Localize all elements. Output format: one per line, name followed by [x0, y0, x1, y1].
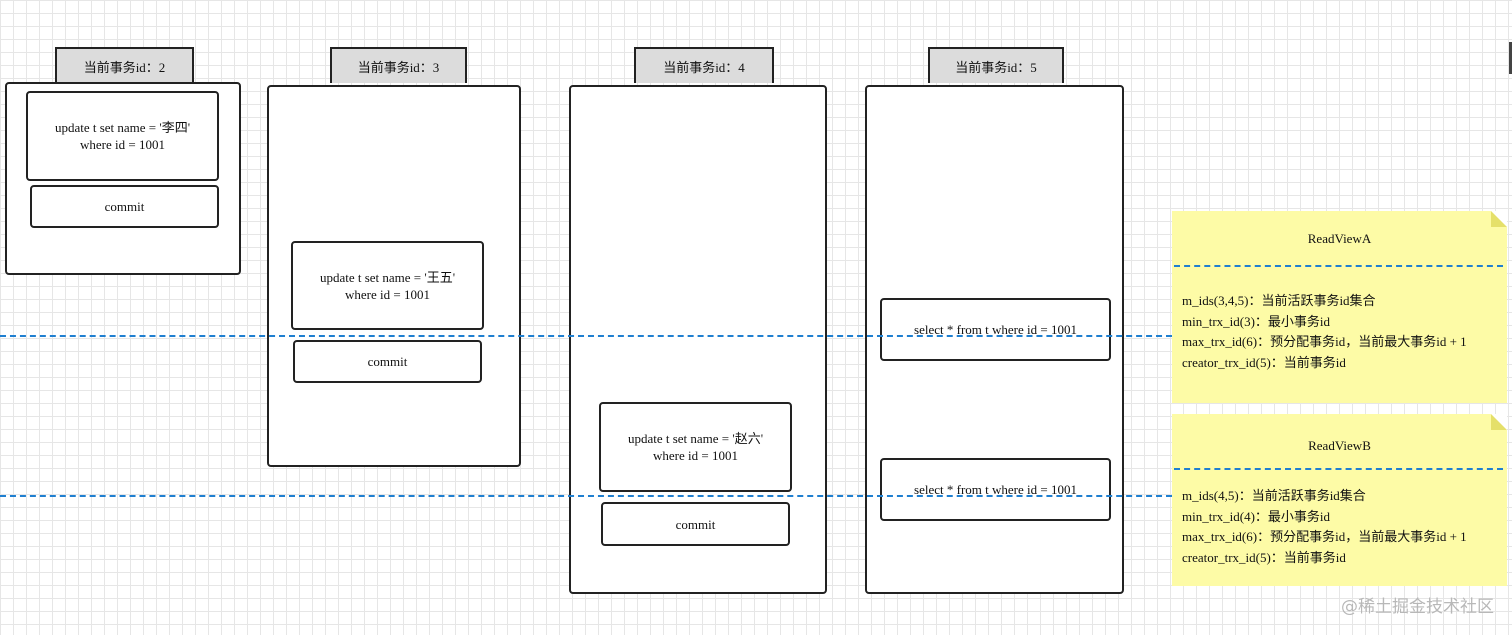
readview-a-line-m-ids: m_ids(3,4,5)：当前活跃事务id集合 — [1182, 293, 1376, 308]
readview-b-note: ReadViewB m_ids(4,5)：当前活跃事务id集合 min_trx_… — [1172, 414, 1507, 586]
update-line-1: update t set name = '王五' — [319, 269, 456, 285]
readview-b-title: ReadViewB — [1308, 438, 1371, 453]
commit-label: commit — [367, 354, 408, 369]
select-label-1: select * from t where id = 1001 — [914, 322, 1077, 337]
readview-b-separator — [1174, 468, 1503, 470]
readview-b-line-max-trx: max_trx_id(6)：预分配事务id，当前最大事务id + 1 — [1182, 529, 1467, 544]
readview-a-lines: m_ids(3,4,5)：当前活跃事务id集合 min_trx_id(3)：最小… — [1182, 291, 1467, 373]
commit-label: commit — [104, 199, 145, 214]
readview-b-line-m-ids: m_ids(4,5)：当前活跃事务id集合 — [1182, 488, 1366, 503]
readview-a-line-min-trx: min_trx_id(3)：最小事务id — [1182, 313, 1331, 329]
update-line-2: where id = 1001 — [653, 448, 738, 463]
readview-b-line-creator-trx: creator_trx_id(5)：当前事务id — [1182, 549, 1346, 565]
select-box-2: select * from t where id = 1001 — [880, 458, 1111, 521]
tab-trx-2-label: 当前事务id：2 — [83, 59, 166, 75]
tab-trx-4: 当前事务id：4 — [634, 47, 774, 83]
readview-a-line-creator-trx: creator_trx_id(5)：当前事务id — [1182, 354, 1346, 370]
commit-label: commit — [675, 516, 716, 532]
update-box-trx-3: update t set name = '王五' where id = 1001 — [291, 241, 484, 330]
update-line-1: update t set name = '赵六' — [627, 431, 764, 446]
readview-a-line-max-trx: max_trx_id(6)：预分配事务id，当前最大事务id + 1 — [1182, 334, 1467, 349]
select-box-1: select * from t where id = 1001 — [880, 298, 1111, 361]
update-line-2: where id = 1001 — [80, 137, 165, 152]
update-box-trx-2: update t set name = '李四' where id = 1001 — [26, 91, 219, 181]
tab-trx-5: 当前事务id：5 — [928, 47, 1064, 83]
watermark: @稀土掘金技术社区 — [1341, 597, 1494, 617]
commit-box-trx-2: commit — [30, 185, 219, 228]
update-box-trx-4: update t set name = '赵六' where id = 1001 — [599, 402, 792, 492]
readview-a-separator — [1174, 265, 1503, 267]
commit-box-trx-3: commit — [293, 340, 482, 383]
update-line-1: update t set name = '李四' — [54, 120, 191, 135]
timeline-dash-1 — [0, 335, 1172, 337]
note-fold-corner — [1491, 414, 1507, 430]
tab-trx-3-label: 当前事务id：3 — [357, 59, 440, 75]
timeline-dash-2 — [0, 495, 1172, 497]
update-line-2: where id = 1001 — [345, 286, 430, 302]
commit-box-trx-4: commit — [601, 502, 790, 546]
tab-trx-5-label: 当前事务id：5 — [955, 59, 1037, 75]
readview-b-lines: m_ids(4,5)：当前活跃事务id集合 min_trx_id(4)：最小事务… — [1182, 486, 1467, 568]
select-label-2: select * from t where id = 1001 — [914, 482, 1077, 497]
note-fold-corner — [1491, 211, 1507, 227]
tab-trx-4-label: 当前事务id：4 — [663, 59, 745, 75]
tab-trx-3: 当前事务id：3 — [330, 47, 467, 83]
tab-trx-2: 当前事务id：2 — [55, 47, 194, 83]
readview-a-title: ReadViewA — [1307, 231, 1372, 246]
scrollbar-thumb[interactable] — [1509, 42, 1512, 74]
readview-b-line-min-trx: min_trx_id(4)：最小事务id — [1182, 508, 1331, 524]
readview-a-note: ReadViewA m_ids(3,4,5)：当前活跃事务id集合 min_tr… — [1172, 211, 1507, 403]
